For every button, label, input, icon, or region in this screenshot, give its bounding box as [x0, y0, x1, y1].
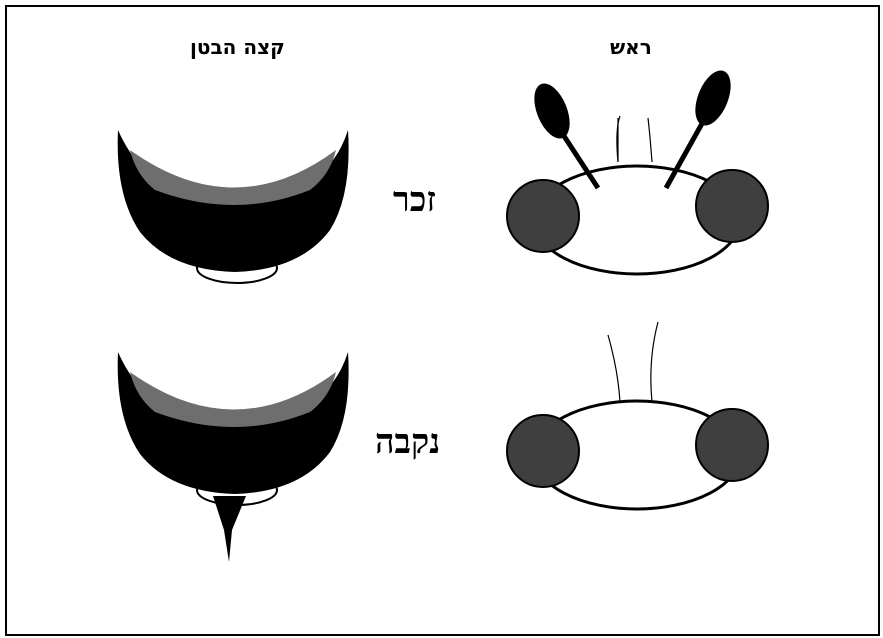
male-eye-right [696, 170, 768, 242]
female-abdomen-tip [118, 352, 349, 562]
male-antenna-right-club [688, 65, 738, 130]
male-head [507, 65, 768, 274]
female-ovipositor [213, 496, 246, 562]
female-eye-left [507, 415, 579, 487]
female-head [507, 322, 768, 509]
female-eye-right [696, 409, 768, 481]
male-eye-left [507, 180, 579, 252]
male-bristle-right [648, 118, 652, 162]
male-antenna-left-club [527, 78, 577, 143]
female-bristle-left [608, 335, 620, 402]
female-bristle-right [651, 322, 658, 402]
male-abdomen-tip [118, 130, 349, 283]
